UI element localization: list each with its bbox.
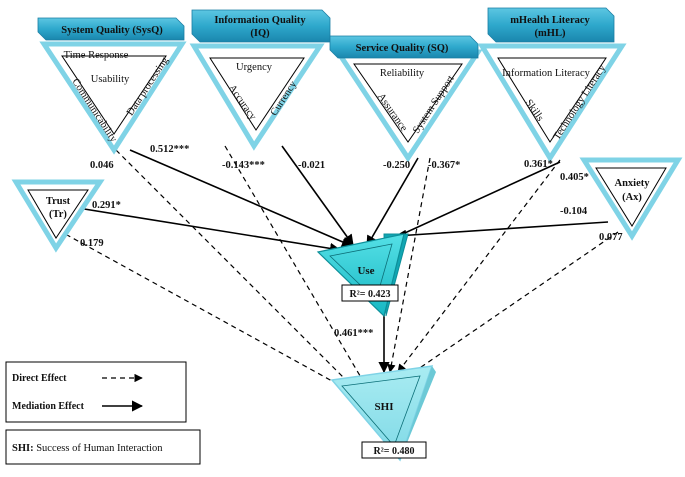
iq-item-urgency: Urgency [236,62,273,73]
arrow-sq-use [366,157,419,247]
shi-definition: SHI: Success of Human Interaction [12,443,163,454]
mediation-arrows [77,145,609,374]
sq-construct: Service Quality (SQ) Reliability Assuran… [329,35,483,163]
anxiety-label-line2: (Ax) [622,192,642,203]
coef-mhl-shi: 0.361* [524,159,553,170]
anxiety-label-line1: Anxiety [615,178,651,189]
use-r2: R²= 0.423 [350,289,391,300]
legend-mediation-label: Mediation Effect [12,401,85,412]
arrow-sysq-use [129,149,354,248]
arrow-sq-shi [387,157,431,373]
shi-construct: SHI R²= 0.480 [330,365,436,462]
sq-header: Service Quality (SQ) [356,43,449,54]
direct-arrows [57,145,619,393]
sq-item-reliability: Reliability [380,68,425,79]
legend: Direct Effect Mediation Effect SHI: Succ… [5,361,201,465]
sysq-item-usability: Usability [91,74,130,85]
coef-anxiety-shi: 0.077 [599,232,623,243]
iq-construct: Information Quality (IQ) Urgency Accurac… [189,9,331,151]
coef-iq-shi: -0.143*** [222,160,265,171]
use-construct: Use R²= 0.423 [316,233,409,318]
coef-mhl-use: 0.405* [560,172,589,183]
arrow-iq-shi [224,145,367,387]
mhl-header-line1: mHealth Literacy [510,15,590,26]
trust-construct: Trust (Tr) [11,179,105,253]
arrow-trust-use [77,207,342,254]
shi-r2: R²= 0.480 [374,446,415,457]
sysq-item-time-response: Time Response [64,50,129,61]
sysq-header-box [37,17,185,41]
coef-trust-use: 0.291* [92,200,121,211]
shi-label: SHI [375,401,394,413]
arrow-anxiety-shi [407,231,619,377]
shi-r2-box [361,441,427,459]
mhl-header-box [487,7,615,43]
sq-header-box [329,35,479,59]
sysq-header: System Quality (SysQ) [61,25,163,36]
use-label: Use [357,265,374,277]
arrow-mhl-shi [397,159,561,373]
coef-use-shi: 0.461*** [334,328,373,339]
arrow-anxiety-use [394,221,609,241]
coef-trust-shi: 0.179 [80,238,104,249]
use-r2-box [341,284,399,302]
arrow-trust-shi [57,229,353,393]
coef-anxiety-use: -0.104 [560,206,588,217]
legend-box [5,361,187,423]
coef-sq-use: -0.250 [383,160,410,171]
legend-direct-label: Direct Effect [12,373,67,384]
mhl-item-information-literacy: Information Literacy [502,68,591,79]
coef-iq-use: -0.021 [298,160,325,171]
sysq-construct: System Quality (SysQ) Time Response Usab… [37,17,187,155]
trust-label-line2: (Tr) [49,209,67,220]
iq-header-line1: Information Quality [214,15,306,26]
arrow-sysq-shi [115,149,353,387]
mhl-construct: mHealth Literacy (mHL) Information Liter… [477,7,627,163]
path-coefficients: 0.512*** 0.046 -0.143*** -0.021 -0.250 -… [80,144,623,339]
anxiety-construct: Anxiety (Ax) [579,157,683,241]
coef-sq-shi: -0.367* [428,160,460,171]
iq-header-line2: (IQ) [250,28,270,39]
coef-sysq-use: 0.512*** [150,144,189,155]
mhl-header-line2: (mHL) [535,28,566,39]
trust-label-line1: Trust [46,196,71,207]
arrow-iq-use [281,145,354,246]
shi-definition-box [5,429,201,465]
coef-sysq-shi: 0.046 [90,160,114,171]
